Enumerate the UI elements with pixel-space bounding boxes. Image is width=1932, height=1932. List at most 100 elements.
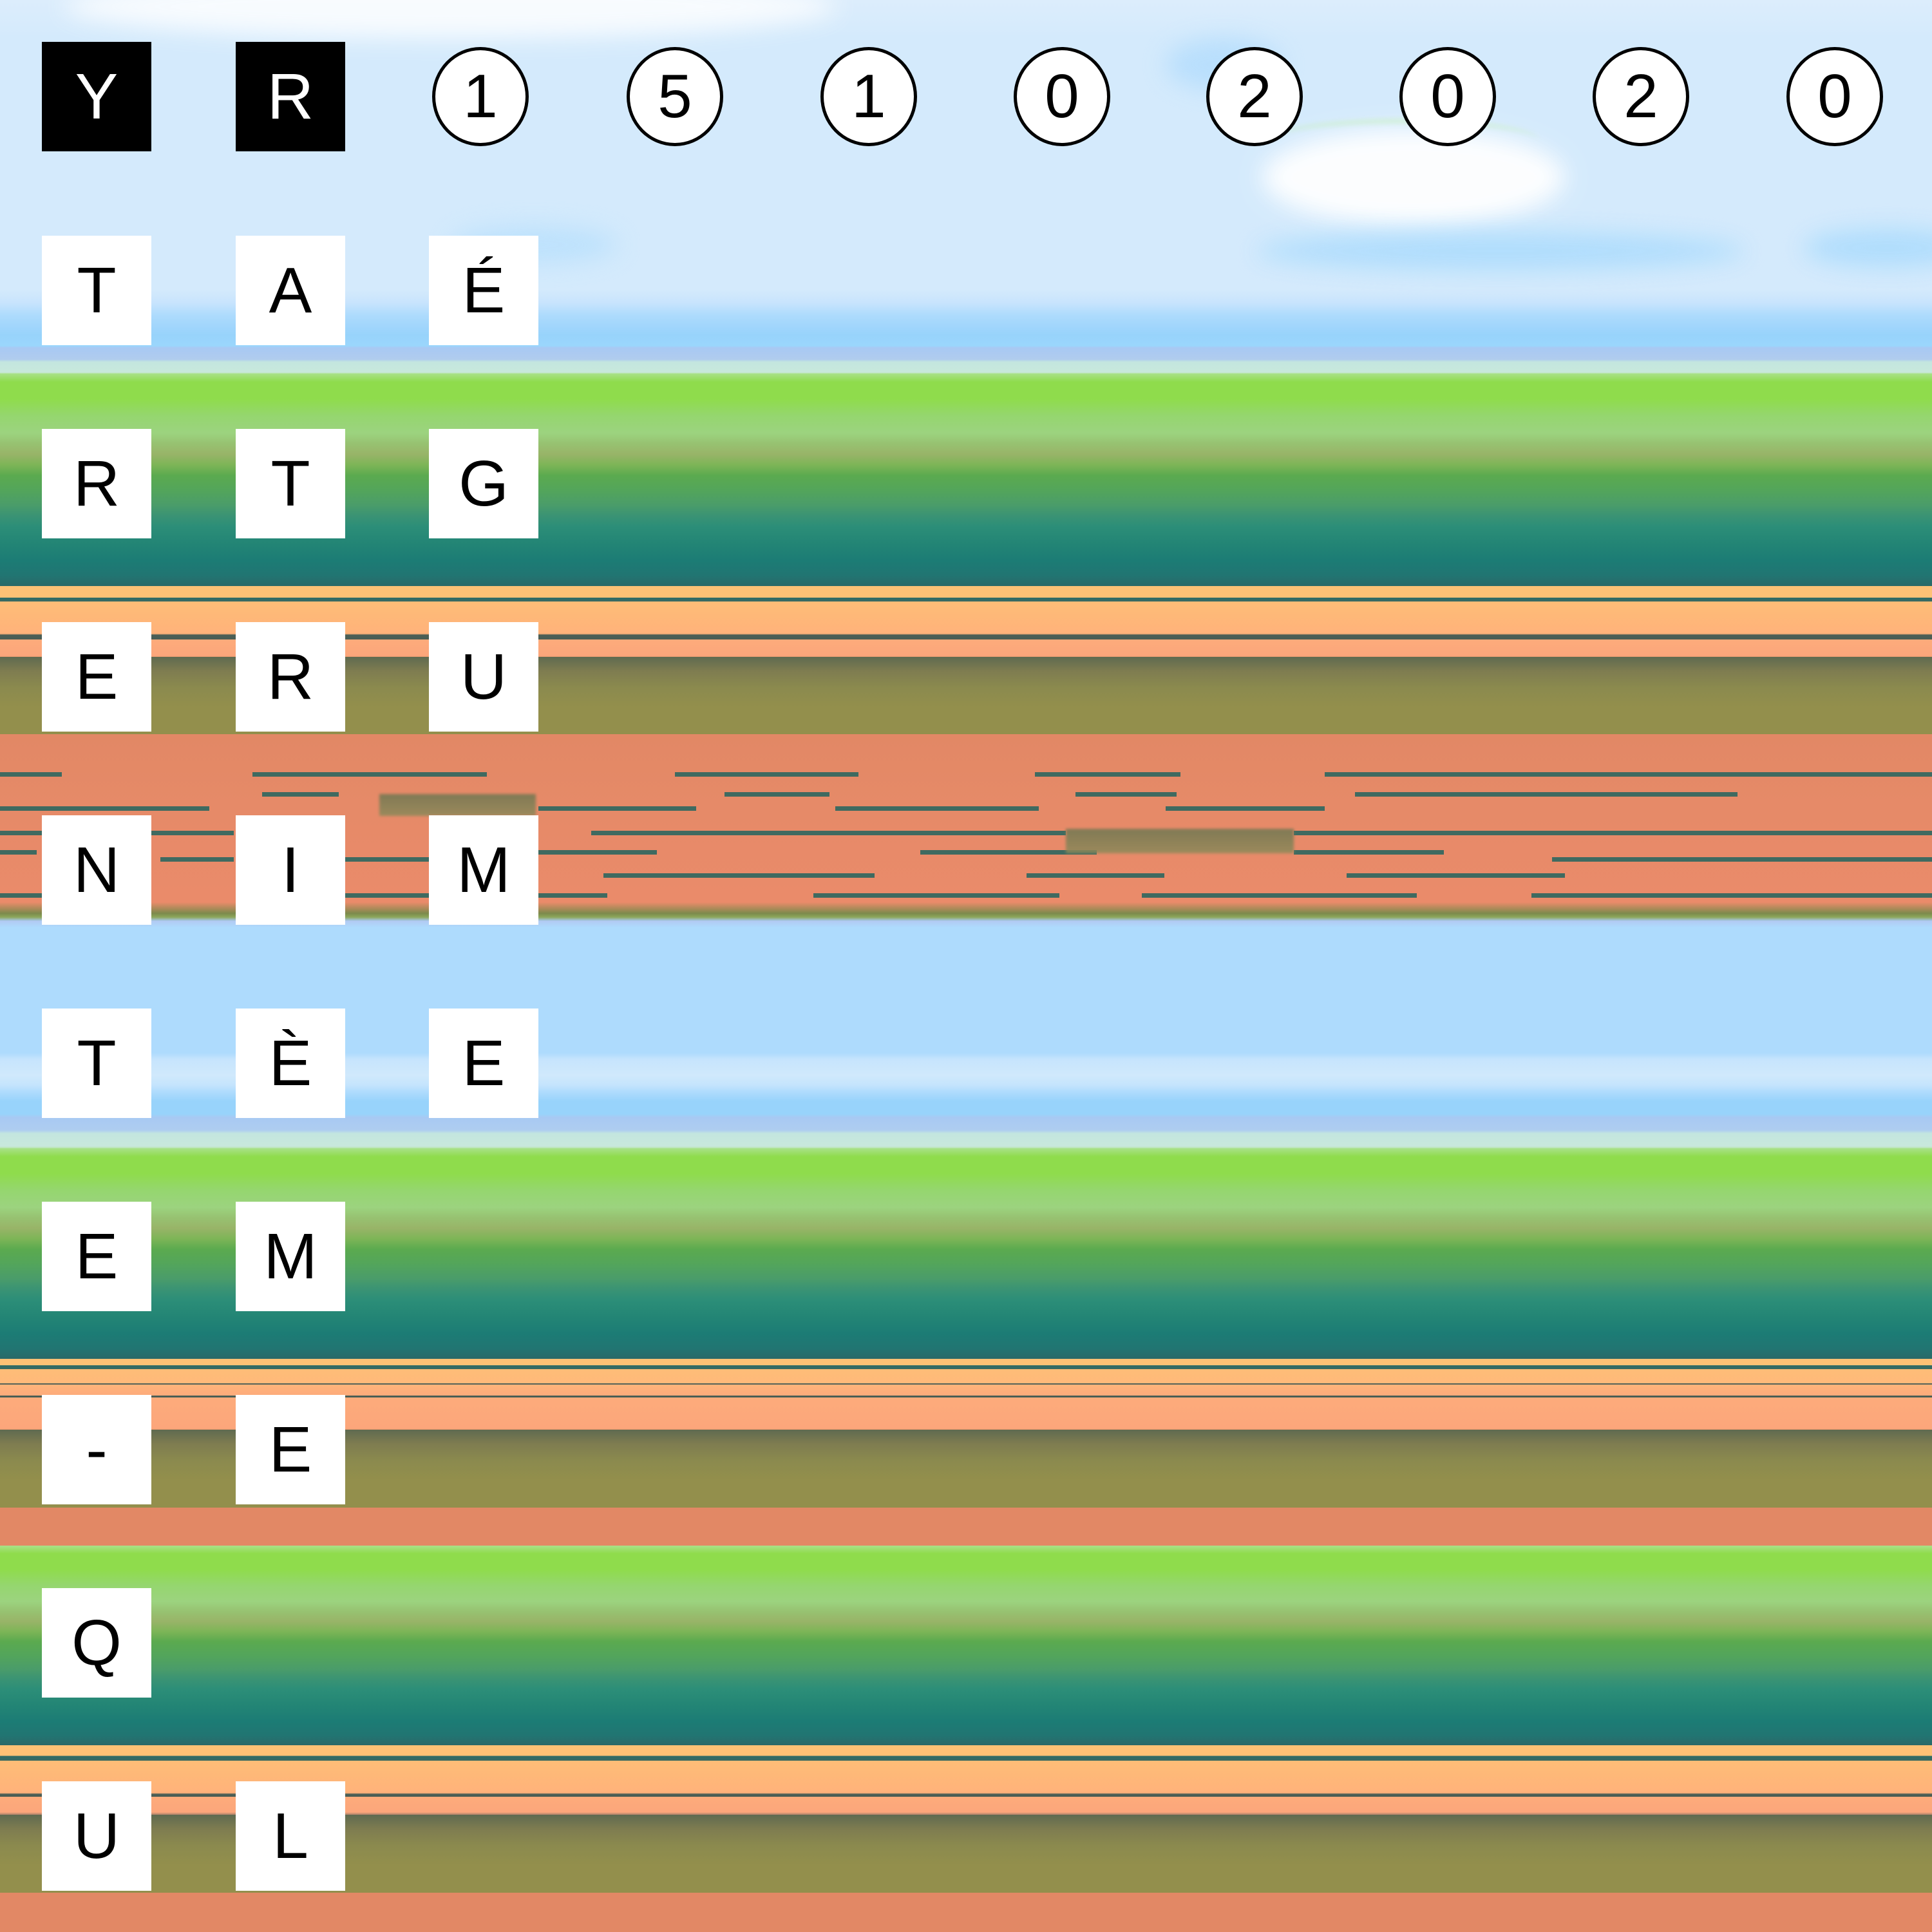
brick-line bbox=[1294, 831, 1932, 835]
number-circle[interactable]: 0 bbox=[1399, 47, 1496, 146]
circle-digit: 2 bbox=[1624, 62, 1658, 131]
brick-line bbox=[724, 792, 829, 797]
letter-tile[interactable]: R bbox=[236, 622, 345, 732]
letter-tile[interactable]: U bbox=[42, 1781, 151, 1891]
circle-digit: 2 bbox=[1237, 62, 1272, 131]
letter-tile[interactable]: R bbox=[42, 429, 151, 538]
letter-tile[interactable]: U bbox=[429, 622, 538, 732]
brick-line bbox=[675, 772, 858, 777]
brick-line bbox=[0, 806, 209, 811]
letter-tile[interactable]: I bbox=[236, 815, 345, 925]
brick-line bbox=[0, 772, 62, 777]
tile-letter: A bbox=[269, 254, 312, 327]
letter-tile[interactable]: È bbox=[236, 1009, 345, 1118]
cloud-shadow bbox=[1256, 232, 1745, 270]
tile-letter: M bbox=[263, 1220, 317, 1293]
brick-smudge bbox=[379, 794, 536, 816]
tile-letter: G bbox=[459, 448, 509, 520]
brick-line bbox=[1347, 873, 1565, 878]
brick-line bbox=[1142, 893, 1417, 898]
letter-tile[interactable]: T bbox=[42, 236, 151, 345]
header-tile[interactable]: Y bbox=[42, 42, 151, 151]
brick-line bbox=[0, 893, 43, 898]
brick-line bbox=[262, 792, 339, 797]
tile-letter: - bbox=[86, 1414, 108, 1486]
tile-letter: U bbox=[460, 641, 507, 713]
letter-tile[interactable]: G bbox=[429, 429, 538, 538]
letter-tile[interactable]: É bbox=[429, 236, 538, 345]
tile-letter: R bbox=[267, 61, 314, 133]
salmon-band bbox=[0, 1893, 1932, 1932]
brick-line bbox=[0, 850, 37, 855]
letter-tile[interactable]: E bbox=[42, 1202, 151, 1311]
letter-tile[interactable]: Q bbox=[42, 1588, 151, 1698]
circle-digit: 1 bbox=[463, 62, 498, 131]
brick-line bbox=[1531, 893, 1932, 898]
salmon-band bbox=[0, 1508, 1932, 1546]
number-circle[interactable]: 1 bbox=[820, 47, 917, 146]
circle-digit: 0 bbox=[1817, 62, 1852, 131]
letter-tile[interactable]: L bbox=[236, 1781, 345, 1891]
tile-letter: R bbox=[73, 448, 120, 520]
number-circle[interactable]: 2 bbox=[1206, 47, 1303, 146]
brick-line bbox=[1027, 873, 1164, 878]
brick-line bbox=[1166, 806, 1325, 811]
brick-line bbox=[538, 893, 607, 898]
number-circle[interactable]: 5 bbox=[627, 47, 723, 146]
tile-letter: E bbox=[75, 1220, 118, 1293]
letter-tile[interactable]: T bbox=[42, 1009, 151, 1118]
brick-line bbox=[591, 831, 1066, 835]
number-circle[interactable]: 0 bbox=[1786, 47, 1883, 146]
tile-letter: T bbox=[77, 254, 117, 327]
brick-line bbox=[1355, 792, 1738, 797]
tile-letter: É bbox=[462, 254, 506, 327]
brick-line bbox=[835, 806, 1039, 811]
letter-tile[interactable]: - bbox=[42, 1395, 151, 1504]
brick-line bbox=[538, 850, 657, 855]
brick-line bbox=[1294, 850, 1444, 855]
tile-letter: È bbox=[269, 1027, 312, 1099]
tile-letter: T bbox=[270, 448, 310, 520]
brick-line bbox=[252, 772, 487, 777]
circle-digit: 5 bbox=[658, 62, 692, 131]
tile-letter: E bbox=[269, 1414, 312, 1486]
circle-digit: 0 bbox=[1430, 62, 1465, 131]
letter-tile[interactable]: E bbox=[42, 622, 151, 732]
brick-line bbox=[538, 806, 696, 811]
letter-tile[interactable]: M bbox=[236, 1202, 345, 1311]
tile-letter: Y bbox=[75, 61, 118, 133]
number-circle[interactable]: 1 bbox=[432, 47, 529, 146]
tile-letter: Q bbox=[71, 1607, 122, 1679]
cloud-shadow bbox=[1803, 229, 1932, 267]
tile-letter: R bbox=[267, 641, 314, 713]
brick-line bbox=[345, 893, 431, 898]
header-tile[interactable]: R bbox=[236, 42, 345, 151]
brick-line bbox=[603, 873, 875, 878]
tile-letter: L bbox=[272, 1800, 308, 1872]
letter-tile[interactable]: T bbox=[236, 429, 345, 538]
brick-line bbox=[920, 850, 1097, 855]
brick-line bbox=[1552, 857, 1932, 862]
letter-tile[interactable]: E bbox=[236, 1395, 345, 1504]
tile-letter: T bbox=[77, 1027, 117, 1099]
tile-letter: I bbox=[281, 834, 299, 906]
tile-letter: N bbox=[73, 834, 120, 906]
letter-tile[interactable]: E bbox=[429, 1009, 538, 1118]
number-circle[interactable]: 0 bbox=[1014, 47, 1110, 146]
rainbow-arc bbox=[1269, 119, 1539, 162]
letter-tile[interactable]: N bbox=[42, 815, 151, 925]
circle-digit: 0 bbox=[1045, 62, 1079, 131]
brick-line bbox=[1075, 792, 1177, 797]
brick-line bbox=[1035, 772, 1180, 777]
circle-digit: 1 bbox=[851, 62, 886, 131]
brick-smudge bbox=[1066, 829, 1294, 853]
letter-tile[interactable]: A bbox=[236, 236, 345, 345]
grass-band bbox=[0, 1546, 1932, 1745]
brick-line bbox=[160, 857, 234, 862]
tile-letter: E bbox=[462, 1027, 506, 1099]
brick-line bbox=[1325, 772, 1932, 777]
letter-tile[interactable]: M bbox=[429, 815, 538, 925]
tile-letter: M bbox=[457, 834, 511, 906]
tile-letter: E bbox=[75, 641, 118, 713]
number-circle[interactable]: 2 bbox=[1593, 47, 1689, 146]
